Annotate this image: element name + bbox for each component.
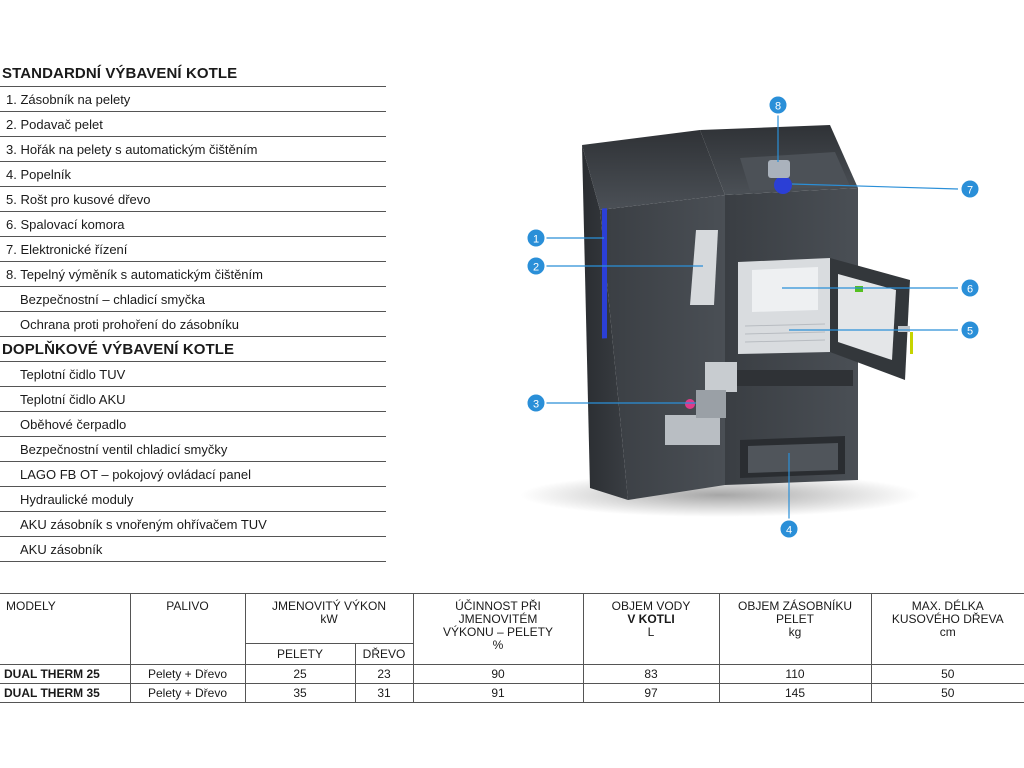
header-power-pellets: PELETY bbox=[245, 643, 356, 665]
optional-equipment-title: DOPLŇKOVÉ VÝBAVENÍ KOTLE bbox=[0, 337, 386, 362]
table-row: DUAL THERM 35 Pelety + Dřevo 35 31 91 97… bbox=[0, 683, 1024, 703]
callout-8: 8 bbox=[767, 94, 789, 116]
standard-subitem: Ochrana proti prohoření do zásobníku bbox=[0, 312, 386, 337]
header-models: MODELY bbox=[0, 593, 131, 665]
optional-item: AKU zásobník s vnořeným ohřívačem TUV bbox=[0, 512, 386, 537]
pellet-burner-tube bbox=[696, 390, 726, 418]
optional-item: Bezpečnostní ventil chladicí smyčky bbox=[0, 437, 386, 462]
wood-grate bbox=[744, 323, 826, 343]
cell-fuel: Pelety + Dřevo bbox=[129, 683, 246, 703]
cell-power-wood: 31 bbox=[354, 683, 414, 703]
header-fuel: PALIVO bbox=[129, 593, 246, 665]
callout-lines bbox=[545, 114, 959, 523]
callout-2: 2 bbox=[525, 255, 547, 277]
cell-hopper-volume: 110 bbox=[718, 664, 872, 684]
cell-water-volume: 97 bbox=[582, 683, 720, 703]
boiler-drawing: 1 2 3 4 5 6 7 8 bbox=[520, 94, 981, 540]
pellet-feeder-auger bbox=[690, 230, 718, 305]
callout-3: 3 bbox=[525, 392, 547, 414]
optional-item: Hydraulické moduly bbox=[0, 487, 386, 512]
cell-efficiency: 91 bbox=[412, 683, 584, 703]
standard-item: 5. Rošt pro kusové dřevo bbox=[0, 187, 386, 212]
callout-4: 4 bbox=[778, 518, 800, 540]
table-row: DUAL THERM 25 Pelety + Dřevo 25 23 90 83… bbox=[0, 664, 1024, 684]
svg-text:5: 5 bbox=[967, 326, 973, 338]
cell-hopper-volume: 145 bbox=[718, 683, 872, 703]
ash-pan bbox=[748, 443, 838, 473]
standard-item: 6. Spalovací komora bbox=[0, 212, 386, 237]
svg-text:8: 8 bbox=[775, 101, 781, 113]
standard-equipment-title: STANDARDNÍ VÝBAVENÍ KOTLE bbox=[0, 62, 386, 87]
svg-text:6: 6 bbox=[967, 284, 973, 296]
optional-item: Teplotní čidlo TUV bbox=[0, 362, 386, 387]
pellet-burner-body bbox=[705, 362, 737, 392]
svg-text:4: 4 bbox=[786, 525, 792, 537]
heat-exchanger-cleaning-unit bbox=[768, 160, 790, 178]
svg-text:2: 2 bbox=[533, 262, 539, 274]
cell-power-pellets: 25 bbox=[244, 664, 356, 684]
cell-water-volume: 83 bbox=[582, 664, 720, 684]
equipment-list: STANDARDNÍ VÝBAVENÍ KOTLE 1. Zásobník na… bbox=[0, 62, 386, 562]
lower-door-frame bbox=[735, 370, 853, 386]
optional-item: Teplotní čidlo AKU bbox=[0, 387, 386, 412]
standard-subitem: Bezpečnostní – chladicí smyčka bbox=[0, 287, 386, 312]
svg-text:3: 3 bbox=[533, 399, 539, 411]
callout-5: 5 bbox=[959, 319, 981, 341]
svg-text:7: 7 bbox=[967, 185, 973, 197]
boiler-illustration: 1 2 3 4 5 6 7 8 bbox=[500, 90, 1020, 550]
optional-item: Oběhové čerpadlo bbox=[0, 412, 386, 437]
door-insulation-panel bbox=[838, 274, 896, 360]
door-indicator bbox=[855, 286, 863, 292]
hopper-top bbox=[582, 130, 725, 210]
header-power-wood: DŘEVO bbox=[354, 643, 413, 665]
cell-max-wood-length: 50 bbox=[870, 664, 1024, 684]
standard-item: 4. Popelník bbox=[0, 162, 386, 187]
standard-item: 1. Zásobník na pelety bbox=[0, 87, 386, 112]
cell-efficiency: 90 bbox=[412, 664, 584, 684]
standard-item: 2. Podavač pelet bbox=[0, 112, 386, 137]
optional-item: LAGO FB OT – pokojový ovládací panel bbox=[0, 462, 386, 487]
callout-1: 1 bbox=[525, 227, 547, 249]
pellet-burner-motor bbox=[665, 415, 720, 445]
combustion-chamber-back-wall bbox=[752, 267, 818, 312]
door-handle bbox=[898, 326, 910, 332]
cell-model: DUAL THERM 35 bbox=[0, 683, 131, 703]
cell-max-wood-length: 50 bbox=[870, 683, 1024, 703]
cell-fuel: Pelety + Dřevo bbox=[129, 664, 246, 684]
burner-igniter-light bbox=[685, 399, 695, 409]
callout-7: 7 bbox=[959, 178, 981, 200]
optional-item: AKU zásobník bbox=[0, 537, 386, 562]
door-handle-accent bbox=[910, 332, 913, 354]
hopper-level-indicator bbox=[602, 208, 607, 339]
control-display-light bbox=[774, 176, 792, 194]
cell-power-pellets: 35 bbox=[244, 683, 356, 703]
svg-text:1: 1 bbox=[533, 234, 539, 246]
callout-6: 6 bbox=[959, 277, 981, 299]
standard-item: 8. Tepelný výměník s automatickým čištěn… bbox=[0, 262, 386, 287]
standard-item: 3. Hořák na pelety s automatickým čištěn… bbox=[0, 137, 386, 162]
cell-power-wood: 23 bbox=[354, 664, 414, 684]
control-panel-area bbox=[740, 152, 850, 191]
standard-item: 7. Elektronické řízení bbox=[0, 237, 386, 262]
cell-model: DUAL THERM 25 bbox=[0, 664, 131, 684]
